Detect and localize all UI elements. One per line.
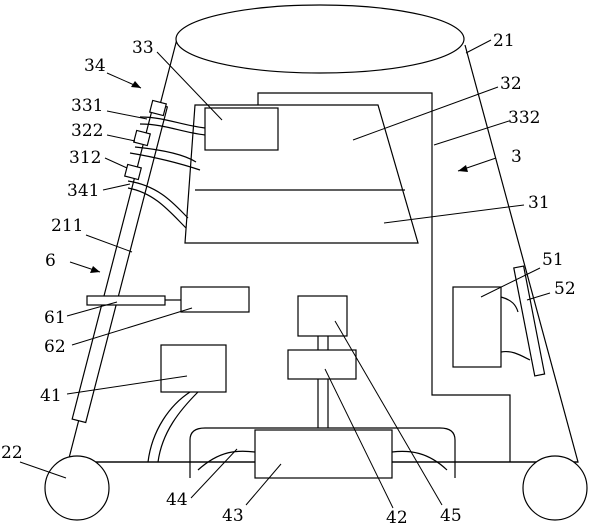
label-34: 34 [84,56,106,76]
label-61: 61 [44,308,66,328]
housing-outline [67,34,579,463]
box-41 [160,344,227,393]
arrow-3 [457,157,497,172]
label-341: 341 [67,181,99,201]
label-211: 211 [51,216,83,236]
inner-wall-332 [257,92,511,462]
label-3: 3 [511,147,522,167]
label-51: 51 [542,250,564,270]
label-44: 44 [166,490,188,510]
label-33: 33 [132,38,154,58]
link-51-52-top [500,296,519,313]
tray-44-outer [189,427,456,478]
label-45: 45 [440,506,462,526]
wheel-left [44,455,110,521]
label-331: 331 [71,96,103,116]
cable-3 [134,146,197,163]
label-322: 322 [71,121,103,141]
label-42: 42 [386,508,408,526]
label-22: 22 [1,443,23,463]
label-6: 6 [45,251,56,271]
cable-5 [127,180,189,219]
box-43 [254,429,393,479]
label-62: 62 [44,337,66,357]
clamp-312 [123,163,143,181]
arrow-6 [69,261,101,273]
box-45 [297,295,348,337]
box-51 [452,286,502,368]
wheel-right [522,455,588,521]
clamp-331 [148,99,168,117]
box-42 [287,349,357,380]
top-opening-ellipse [175,4,465,74]
link-51-52-bot [500,350,531,361]
arrow-34 [106,72,142,89]
leader-lines [19,39,551,509]
label-52: 52 [554,279,576,299]
bar-61 [86,295,166,306]
tray-44-inner-left [197,450,256,471]
tube-41-a [147,391,191,463]
label-43: 43 [222,506,244,526]
cable-4 [129,152,201,171]
cable-2 [139,123,206,136]
tray-44-inner-right [391,450,448,471]
label-312: 312 [69,148,101,168]
panel-52 [513,265,546,377]
label-32: 32 [500,74,522,94]
cable-6 [127,187,187,229]
label-31: 31 [528,193,550,213]
label-41: 41 [40,386,62,406]
label-21: 21 [493,31,515,51]
label-332: 332 [508,108,540,128]
cable-1 [139,116,206,129]
tube-41-b [157,391,199,463]
clamp-322 [132,129,152,147]
